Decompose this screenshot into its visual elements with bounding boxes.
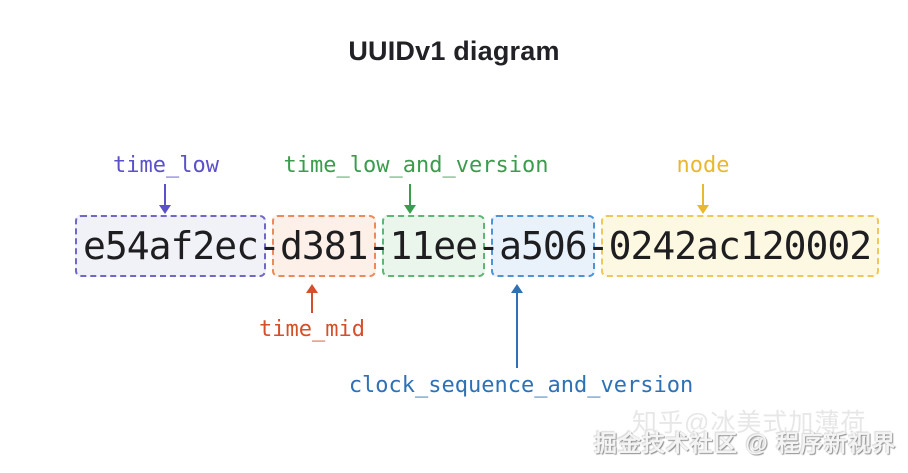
field-label-time-mid: time_mid xyxy=(259,317,365,342)
uuid-separator: - xyxy=(258,224,281,268)
field-label-time-low: time_low xyxy=(113,153,219,178)
arrow-time-low-and-version-icon xyxy=(409,184,411,212)
uuid-segment-clock-sequence-and-version: a506 xyxy=(491,215,595,277)
watermark-juejin: 掘金技术社区 @ 程序新视界 xyxy=(594,430,897,456)
uuid-segment-node: 0242ac120002 xyxy=(600,215,880,277)
field-label-node: node xyxy=(676,153,730,178)
arrow-node-icon xyxy=(702,184,704,212)
uuid-separator: - xyxy=(477,224,500,268)
diagram-title: UUIDv1 diagram xyxy=(348,36,560,66)
arrow-clock-sequence-and-version-icon xyxy=(516,286,518,368)
field-label-clock-sequence-and-version: clock_sequence_and_version xyxy=(348,373,694,398)
uuid-segment-time-mid: d381 xyxy=(272,215,376,277)
uuid-separator: - xyxy=(367,224,391,268)
uuid-separator: - xyxy=(586,224,610,268)
watermark-zhihu: 知乎@冰美式加薄荷 xyxy=(632,409,867,437)
uuid-value: e54af2ec - d381 - 11ee - a506 - 0242ac12… xyxy=(75,215,880,277)
uuid-segment-time-low: e54af2ec xyxy=(75,215,267,277)
arrow-time-low-icon xyxy=(164,184,166,212)
uuid-segment-time-low-and-version: 11ee xyxy=(381,215,486,277)
field-label-time-low-and-version: time_low_and_version xyxy=(283,153,549,178)
arrow-time-mid-icon xyxy=(311,286,313,313)
